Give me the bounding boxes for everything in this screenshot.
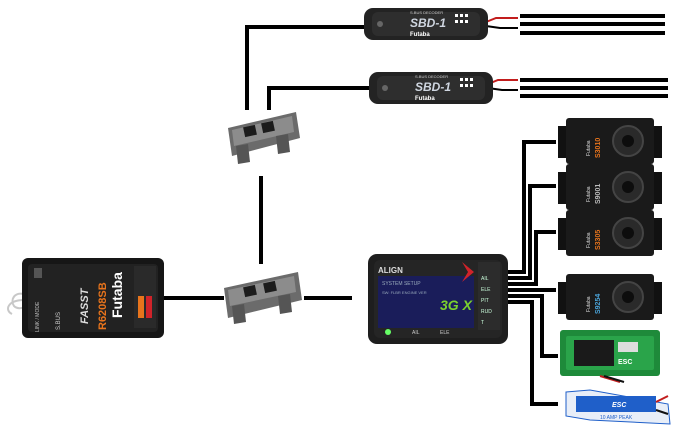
decoder-header: S.BUS DECODER (415, 74, 448, 79)
servo-brand: Futaba (586, 186, 592, 202)
fbl-port-2: PIT (481, 298, 489, 304)
servo-3: Futaba S3305 (558, 210, 662, 256)
wire-fbl-servo-3 (506, 230, 556, 286)
y-harness-upper (228, 112, 300, 164)
servo-2: Futaba S9001 (558, 164, 662, 210)
sbus-decoder-2: S.BUS DECODER SBD-1 Futaba (369, 72, 493, 104)
servo-brand: Futaba (586, 140, 592, 156)
fbl-bottom-label-0: AIL (412, 330, 420, 336)
fbl-port-1: ELE (481, 287, 491, 293)
esc-blue: ESC 10 AMP PEAK (565, 389, 671, 425)
decoder-brand: Futaba (415, 96, 435, 102)
servo-brand: Futaba (586, 232, 592, 248)
receiver-tech: FASST (79, 287, 91, 324)
fbl-screen-line1: SYSTEM SETUP (382, 281, 421, 287)
receiver: LINK / MODE Futaba R6208SB FASST S.BUS (7, 258, 164, 338)
esc-blue-label: 10 AMP PEAK (600, 415, 633, 421)
wire-to-decoder-1 (245, 25, 365, 110)
receiver-model: R6208SB (97, 282, 109, 330)
flybarless-unit: ALIGN SYSTEM SETUP SW: FLBR ENGINE VER 3… (368, 254, 508, 344)
fbl-model: 3G X (440, 297, 474, 313)
wire-to-decoder-2 (267, 86, 370, 110)
fbl-port-4: T (481, 320, 484, 326)
fbl-screen-line2: SW: FLBR ENGINE VER (382, 290, 427, 295)
servo-model: S3010 (595, 138, 602, 158)
wires (164, 14, 668, 406)
wire-fbl-servo-2 (506, 184, 556, 280)
receiver-brand: Futaba (109, 272, 125, 318)
y-harness-lower (224, 272, 302, 324)
receiver-sbus-label: S.BUS (56, 312, 62, 330)
fbl-brand: ALIGN (378, 266, 403, 275)
esc-blue-brand: ESC (612, 402, 627, 409)
receiver-side-label: LINK / MODE (35, 301, 41, 332)
servo-model: S9001 (595, 184, 602, 204)
decoder-model: SBD-1 (415, 80, 451, 94)
esc-green-label: ESC (618, 359, 632, 366)
sbus-decoder-1: S.BUS DECODER SBD-1 Futaba (364, 8, 488, 40)
fbl-port-3: RUD (481, 309, 492, 315)
esc-green: ESC (560, 330, 660, 383)
servo-model: S3305 (595, 230, 602, 250)
decoder-brand: Futaba (410, 32, 430, 38)
servo-4: Futaba S9254 (558, 274, 662, 320)
servo-model: S9254 (595, 294, 602, 314)
wire-fbl-servo-1 (506, 140, 556, 274)
decoder-header: S.BUS DECODER (410, 10, 443, 15)
servo-1: Futaba S3010 (558, 118, 662, 164)
fbl-screen (378, 276, 474, 328)
servo-brand: Futaba (586, 296, 592, 312)
fbl-port-0: AIL (481, 276, 489, 282)
wire-fbl-esc-blue (506, 300, 558, 406)
wire-fbl-esc-green (506, 294, 558, 358)
fbl-bottom-label-1: ELE (440, 330, 450, 336)
decoder-model: SBD-1 (410, 16, 446, 30)
